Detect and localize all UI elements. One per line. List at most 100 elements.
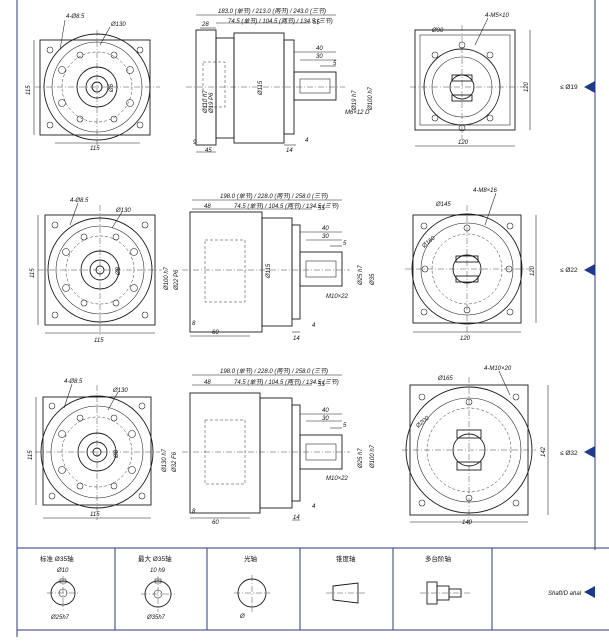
row2-end-width: 120 bbox=[460, 336, 471, 342]
shaft-max-side: Ø35h7 bbox=[146, 615, 166, 621]
row3-pcd-label: Ø130 bbox=[112, 388, 128, 394]
row3-end-width: 140 bbox=[462, 520, 473, 526]
row1-shaft-length: 55 bbox=[313, 20, 320, 26]
row3-end-thread: 4-M10×20 bbox=[484, 366, 512, 372]
row3-w3: 4 bbox=[312, 504, 316, 510]
row1-partial-length: 74.5 (单节) / 104.5 (两节) / 134.5 (三节) bbox=[228, 17, 333, 25]
row2-shaft-dia2: Ø35 bbox=[370, 273, 376, 286]
shaft-max-top: 10 h9 bbox=[150, 568, 166, 574]
row-2: 4-Ø8.5 Ø130 115 115 Ø8 198.0 (单节) / 228.… bbox=[30, 188, 595, 344]
shaft-marker-icon bbox=[584, 586, 595, 598]
row1-key1: 40 bbox=[316, 46, 323, 52]
row3-w1: 60 bbox=[212, 520, 219, 526]
shaft-standard-title: 标准 Ø35轴 bbox=[40, 554, 74, 563]
row2-flange-length: 48 bbox=[204, 204, 211, 210]
row2-end-other-dia: Ø160 bbox=[421, 235, 437, 250]
row1-holes-label: 4-Ø8.5 bbox=[66, 14, 85, 20]
row3-thread: M10×22 bbox=[326, 476, 349, 482]
row1-d3: Ø115 bbox=[258, 80, 264, 96]
row3-shaft-length: 55 bbox=[318, 382, 325, 388]
row1-w1: 45 bbox=[205, 148, 212, 154]
row3-partial-length: 74.5 (单节) / 104.5 (两节) / 134.5 (三节) bbox=[234, 378, 339, 386]
shaft-standard-top: Ø10 bbox=[56, 568, 69, 574]
row2-pcd-label: Ø130 bbox=[115, 208, 131, 214]
row1-end-side: 120 bbox=[524, 81, 530, 92]
row1-w2: 14 bbox=[286, 148, 293, 154]
row1-d1: Ø110 h7 bbox=[203, 90, 209, 114]
row3-w2: 14 bbox=[293, 515, 300, 521]
row1-spec-label: ≤ Ø19 bbox=[560, 84, 578, 91]
row3-end-dia: Ø165 bbox=[437, 376, 453, 382]
row2-center-label: Ø8 bbox=[116, 266, 122, 276]
row2-key2: 30 bbox=[322, 234, 329, 240]
shaft-stepped: 多台阶轴 bbox=[420, 554, 470, 605]
row2-key1: 40 bbox=[322, 226, 329, 232]
shaft-options: 标准 Ø35轴 Ø10 Ø25h7 最大 Ø35轴 10 h9 Ø35h7 光轴… bbox=[40, 554, 595, 621]
row1-thread: M6×12 D bbox=[345, 110, 370, 116]
row1-key2: 30 bbox=[316, 54, 323, 60]
row3-width-label: 115 bbox=[90, 512, 100, 518]
row1-total-length: 183.0 (单节) / 213.0 (两节) / 243.0 (三节) bbox=[218, 7, 326, 15]
row1-shaft-dia2: Ø100 h7 bbox=[368, 86, 374, 111]
shaft-standard-side: Ø25h7 bbox=[50, 615, 70, 621]
row2-end-dia: Ø145 bbox=[435, 202, 451, 208]
row3-shaft-dia: Ø25 h7 bbox=[358, 448, 364, 469]
row3-d1: Ø130 h7 bbox=[162, 448, 168, 473]
row1-shaft-dia: Ø19 h7 bbox=[352, 90, 358, 111]
row1-pcd-label: Ø130 bbox=[110, 22, 126, 28]
row3-marker-icon bbox=[584, 446, 595, 458]
row1-flange-length: 28 bbox=[201, 22, 209, 28]
row2-front-view: 4-Ø8.5 Ø130 115 115 Ø8 bbox=[30, 198, 162, 344]
row-1: 4-Ø8.5 Ø130 115 115 Ø6 183.0 (单节) / 213.… bbox=[26, 7, 595, 154]
row3-holes-label: 4-Ø8.5 bbox=[64, 379, 83, 385]
row1-end-thread: 4-M5×10 bbox=[485, 13, 510, 19]
row3-d2: Ø32 F6 bbox=[172, 451, 178, 473]
row-3: 4-Ø8.5 Ø130 115 115 Ø8 198.0 (单节) / 228.… bbox=[28, 366, 595, 526]
shaft-max-title: 最大 Ø35轴 bbox=[138, 554, 172, 563]
row1-end-view: 4-M5×10 Ø90 120 120 bbox=[410, 13, 531, 147]
row1-end-dia: Ø90 bbox=[431, 28, 444, 34]
shaft-taper-title: 锥度轴 bbox=[336, 554, 356, 563]
row2-w2: 14 bbox=[293, 336, 300, 342]
row3-end-side: 142 bbox=[541, 446, 547, 457]
shaft-stepped-title: 多台阶轴 bbox=[425, 554, 452, 563]
row1-center-label: Ø6 bbox=[109, 83, 115, 93]
row1-width-label: 115 bbox=[90, 146, 100, 152]
row2-end-thread: 4-M8×16 bbox=[473, 188, 498, 194]
row3-key2: 30 bbox=[322, 416, 329, 422]
shaft-smooth: 光轴 Ø bbox=[234, 554, 270, 620]
row2-holes-label: 4-Ø8.5 bbox=[70, 198, 89, 204]
row3-end-view: 4-M10×20 Ø165 Ø200 140 142 bbox=[402, 366, 549, 526]
row3-w4: 8 bbox=[192, 509, 196, 515]
row2-marker-icon bbox=[584, 264, 595, 276]
row1-end-width: 120 bbox=[458, 140, 469, 146]
row2-end-side: 120 bbox=[530, 265, 536, 276]
row2-side-label: 115 bbox=[30, 268, 36, 278]
row3-front-view: 4-Ø8.5 Ø130 115 115 Ø8 bbox=[28, 379, 160, 520]
row2-thread: M10×22 bbox=[326, 294, 349, 300]
row2-w3: 4 bbox=[312, 323, 316, 329]
row3-total-length: 198.0 (单节) / 228.0 (两节) / 258.0 (三节) bbox=[220, 367, 328, 375]
row1-key3: 5 bbox=[333, 61, 337, 67]
shaft-section-label: Shaft/D ahal bbox=[548, 591, 582, 597]
row1-front-view: 4-Ø8.5 Ø130 115 115 Ø6 bbox=[26, 14, 160, 152]
row3-center-label: Ø8 bbox=[114, 449, 120, 459]
row2-key3: 5 bbox=[343, 241, 347, 247]
row2-total-length: 198.0 (单节) / 228.0 (两节) / 258.0 (三节) bbox=[220, 192, 328, 200]
shaft-smooth-side: Ø bbox=[239, 614, 245, 620]
row3-key3: 5 bbox=[343, 423, 347, 429]
row1-side-view: 183.0 (单节) / 213.0 (两节) / 243.0 (三节) 74.… bbox=[186, 7, 374, 154]
row3-spec-label: ≤ Ø32 bbox=[560, 450, 578, 457]
row2-d3: Ø115 bbox=[266, 263, 272, 279]
shaft-standard: 标准 Ø35轴 Ø10 Ø25h7 bbox=[40, 554, 80, 621]
row2-spec-label: ≤ Ø22 bbox=[560, 267, 578, 274]
row1-w4: 9 bbox=[193, 140, 197, 146]
row2-end-view: 4-M8×16 Ø145 Ø160 120 120 bbox=[405, 188, 537, 342]
row3-side-label: 115 bbox=[28, 450, 34, 460]
row3-flange-length: 48 bbox=[204, 380, 211, 386]
shaft-max: 最大 Ø35轴 10 h9 Ø35h7 bbox=[138, 554, 175, 621]
row2-d1: Ø100 h7 bbox=[164, 266, 170, 291]
shaft-taper: 锥度轴 bbox=[326, 554, 366, 604]
row3-key1: 40 bbox=[322, 408, 329, 414]
